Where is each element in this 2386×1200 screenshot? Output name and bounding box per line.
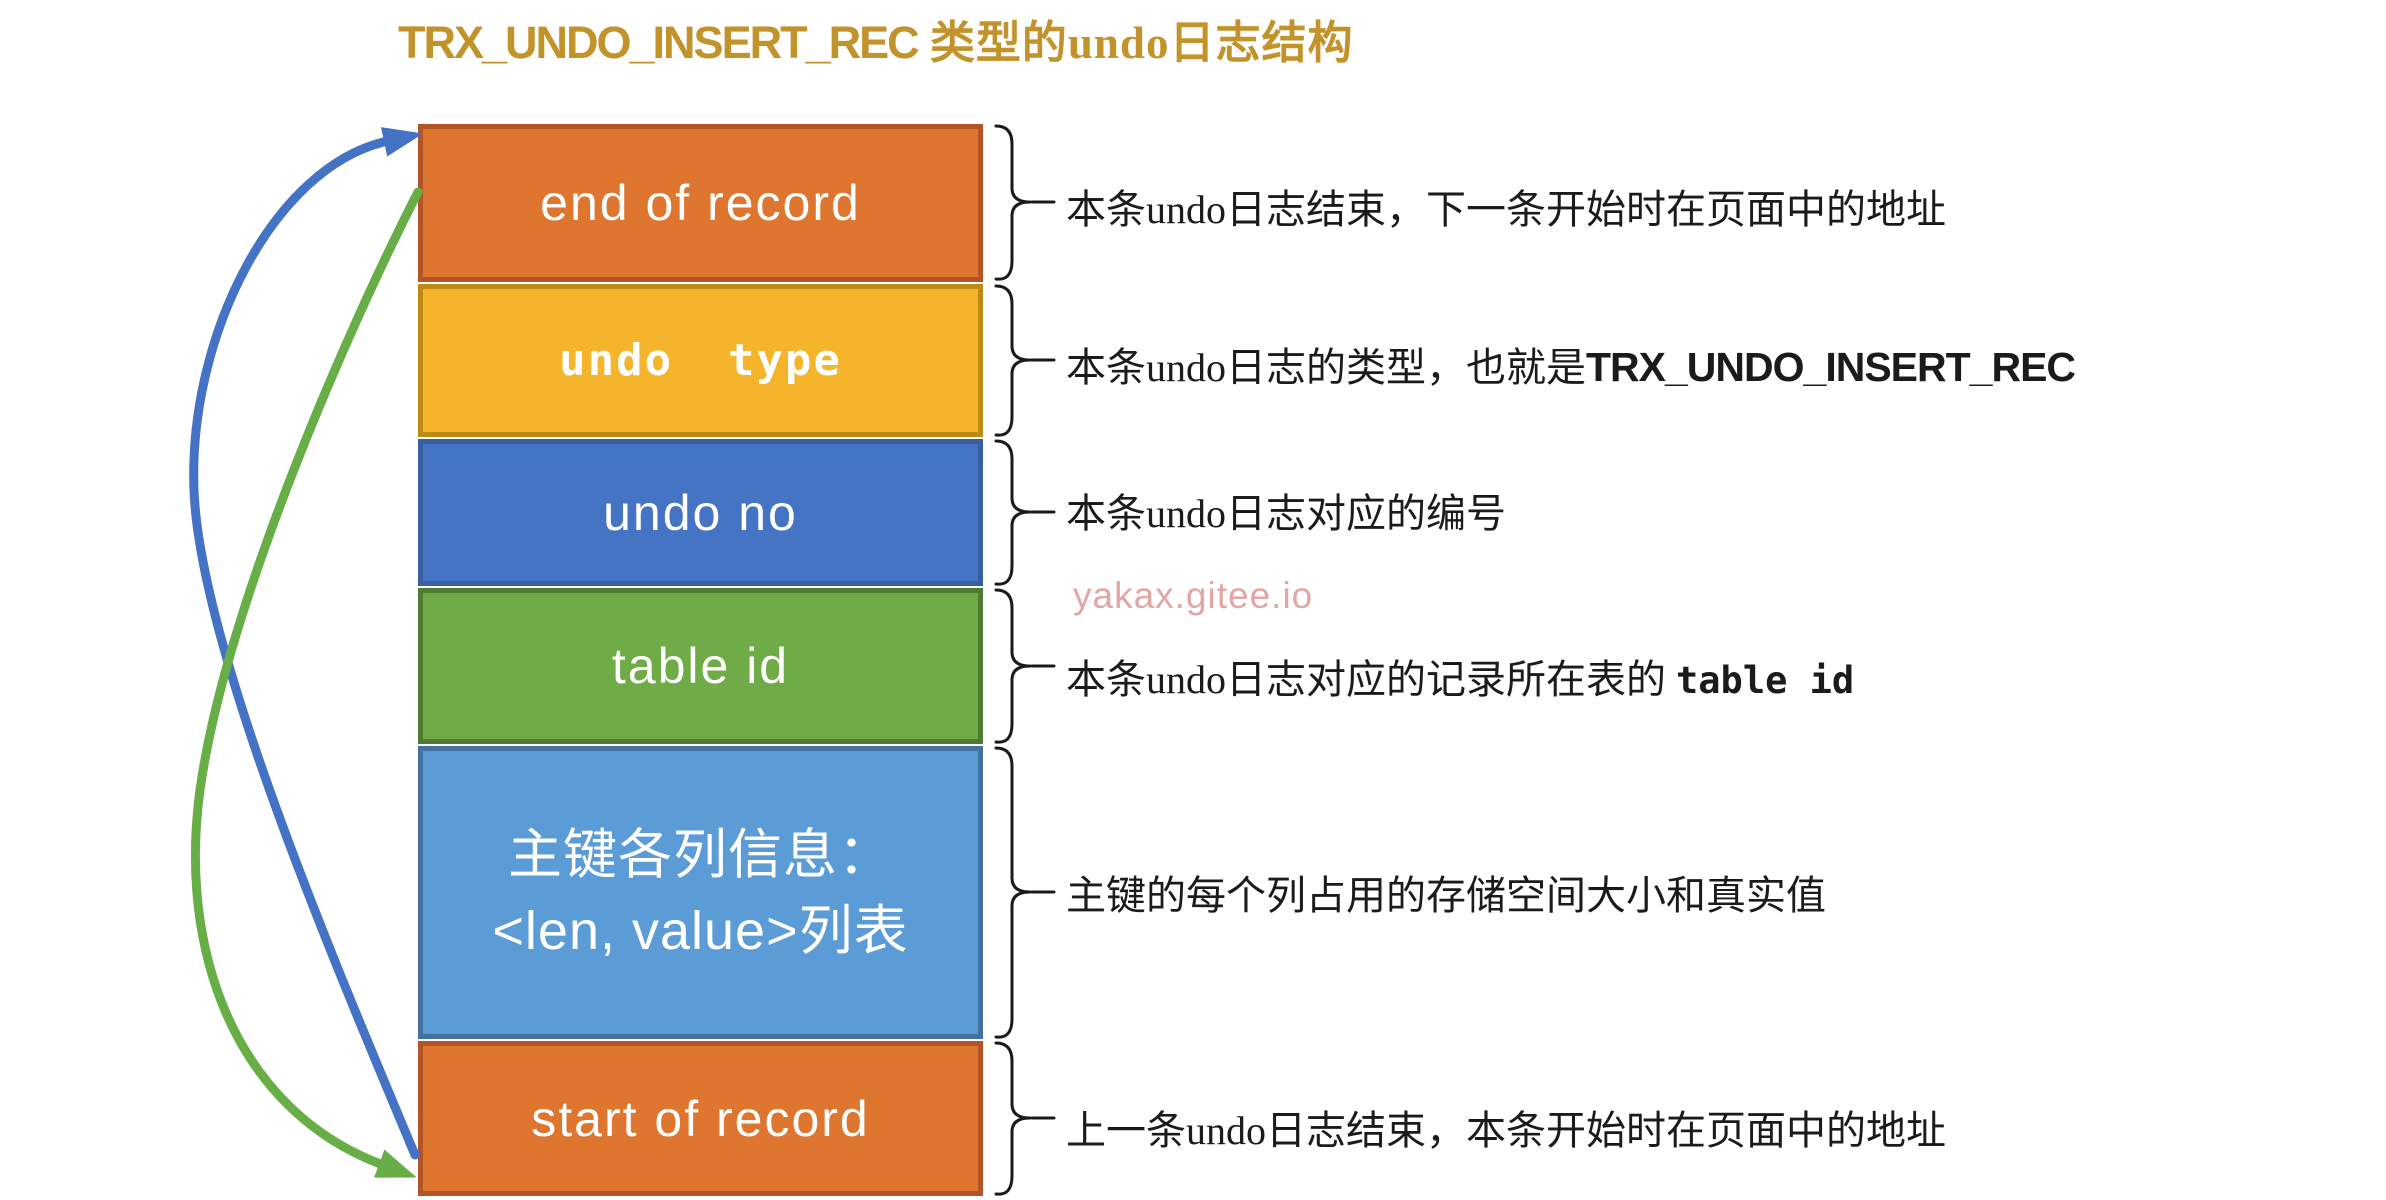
annotation-end-of-record: 本条undo日志结束，下一条开始时在页面中的地址	[1066, 177, 1946, 235]
box-label: undo no	[603, 484, 798, 541]
brace-table-id	[994, 588, 1056, 744]
title-code-segment: TRX_UNDO_INSERT_REC	[398, 17, 920, 68]
box-undo-type: undo type	[418, 284, 983, 437]
box-undo-no: undo no	[418, 439, 983, 586]
box-start-of-record: start of record	[418, 1041, 983, 1196]
page-title: TRX_UNDO_INSERT_REC 类型的undo日志结构	[398, 6, 1353, 71]
box-label: start of record	[531, 1090, 870, 1147]
watermark: yakax.gitee.io	[1073, 575, 1314, 616]
box-table-id: table id	[418, 588, 983, 744]
annotation-undo-no: 本条undo日志对应的编号	[1066, 481, 1506, 539]
brace-pk-columns	[994, 746, 1056, 1039]
annotation-text: 本条undo日志的类型，也就是	[1066, 345, 1586, 390]
annotation-start-of-record: 上一条undo日志结束，本条开始时在页面中的地址	[1066, 1098, 1946, 1156]
box-label-line1: 主键各列信息：	[508, 824, 893, 885]
annotation-text: 本条undo日志对应的编号	[1066, 491, 1506, 536]
prev-record-pointer-arrow	[190, 187, 423, 1178]
box-label: undo type	[559, 335, 842, 386]
box-pk-columns: 主键各列信息： <len, value>列表	[418, 746, 983, 1039]
box-label: end of record	[540, 175, 861, 231]
annotation-text: 本条undo日志结束，下一条开始时在页面中的地址	[1066, 187, 1946, 232]
brace-end-of-record	[994, 124, 1056, 281]
annotation-code: TRX_UNDO_INSERT_REC	[1586, 344, 2076, 390]
annotation-text: 主键的每个列占用的存储空间大小和真实值	[1066, 873, 1826, 918]
annotation-text: 本条undo日志对应的记录所在表的	[1066, 657, 1676, 702]
annotation-pk-columns: 主键的每个列占用的存储空间大小和真实值	[1066, 863, 1826, 921]
box-end-of-record: end of record	[418, 124, 983, 282]
annotation-table-id: 本条undo日志对应的记录所在表的 table id	[1066, 647, 1854, 705]
brace-undo-type	[994, 284, 1056, 437]
brace-start-of-record	[994, 1041, 1056, 1196]
box-label-line2: <len, value>列表	[492, 900, 909, 961]
annotation-undo-type: 本条undo日志的类型，也就是TRX_UNDO_INSERT_REC	[1066, 335, 2076, 393]
title-text-segment: 类型的undo日志结构	[917, 18, 1354, 68]
box-label: table id	[611, 638, 790, 694]
next-record-pointer-arrow	[189, 127, 424, 1160]
annotation-text: 上一条undo日志结束，本条开始时在页面中的地址	[1066, 1108, 1946, 1153]
brace-undo-no	[994, 439, 1056, 586]
annotation-code: table id	[1676, 659, 1855, 702]
